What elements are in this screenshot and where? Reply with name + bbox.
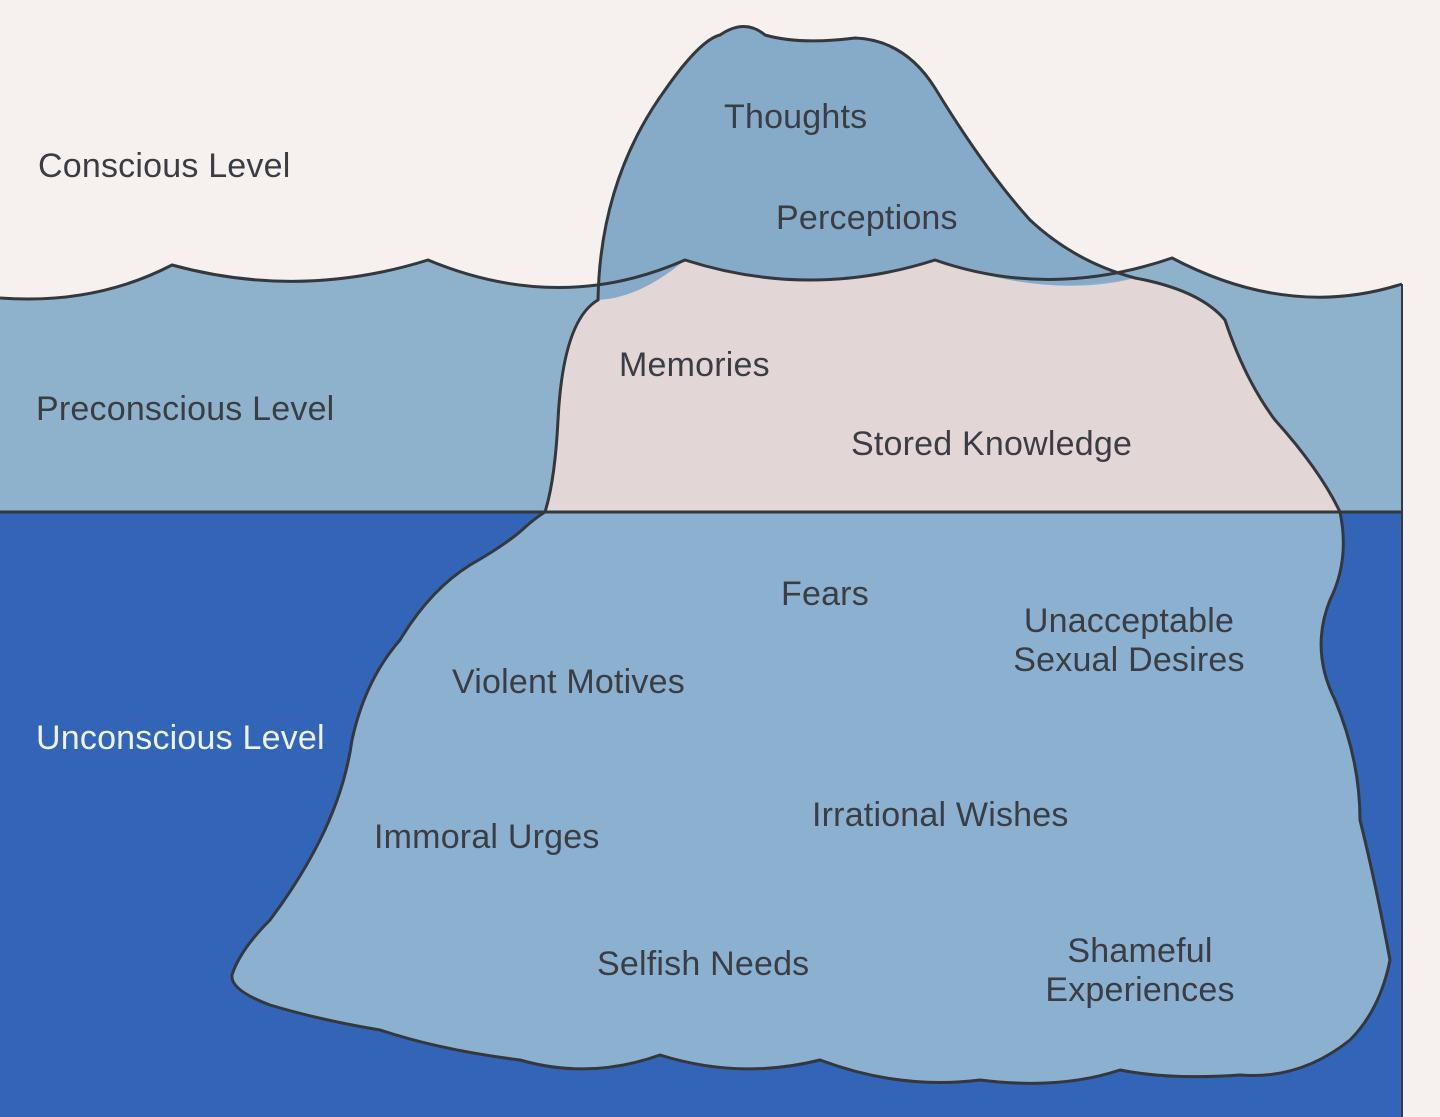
violent-motives-label: Violent Motives <box>452 663 685 701</box>
selfish-needs-label: Selfish Needs <box>597 945 810 983</box>
preconscious-level-label: Preconscious Level <box>36 390 335 428</box>
shameful-experiences-label: Shameful Experiences <box>1030 932 1250 1010</box>
memories-label: Memories <box>619 346 770 384</box>
irrational-wishes-label: Irrational Wishes <box>812 796 1069 834</box>
surface-wave-line <box>0 256 1403 301</box>
thoughts-label: Thoughts <box>724 98 868 136</box>
shameful-line: Shameful <box>1067 932 1213 970</box>
unacceptable-sexual-desires-label: Unacceptable Sexual Desires <box>1000 602 1258 680</box>
immoral-urges-label: Immoral Urges <box>374 818 600 856</box>
experiences-line: Experiences <box>1045 971 1235 1009</box>
iceberg-unconscious-section <box>231 512 1390 1084</box>
unconscious-level-label: Unconscious Level <box>36 719 325 757</box>
sexual-desires-line: Sexual Desires <box>1013 641 1245 679</box>
fears-label: Fears <box>781 575 869 613</box>
unacceptable-line: Unacceptable <box>1023 602 1235 640</box>
conscious-level-label: Conscious Level <box>38 147 291 185</box>
iceberg-outline <box>230 25 1392 1085</box>
iceberg-preconscious-section <box>545 260 1340 512</box>
iceberg-tip <box>598 26 1135 300</box>
right-margin <box>1402 0 1440 1117</box>
stored-knowledge-label: Stored Knowledge <box>851 425 1133 463</box>
perceptions-label: Perceptions <box>776 199 958 237</box>
